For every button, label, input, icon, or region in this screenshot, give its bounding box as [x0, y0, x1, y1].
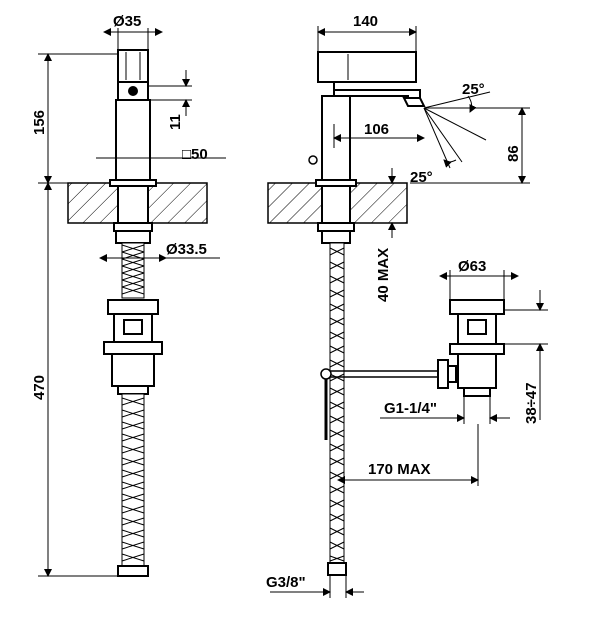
faucet-handle: [117, 49, 149, 83]
faucet-column: [115, 99, 151, 181]
dim-total-length: 470: [31, 375, 48, 400]
waste-side: [449, 299, 505, 397]
dim-spout-gap: 11: [167, 114, 184, 130]
waste-front: [103, 299, 163, 395]
dim-waste-thread: G1-1/4": [384, 400, 437, 417]
front-view: Ø35 156 470 11 □50 Ø33.5: [31, 13, 226, 577]
hose-front-lower: [117, 393, 149, 577]
control-rod: [320, 359, 457, 440]
hose-side: [327, 242, 347, 576]
dim-square-body: □50: [182, 146, 208, 163]
dim-side-length: 140: [353, 13, 378, 30]
dim-spout-height: 86: [505, 145, 522, 162]
dim-rod-reach: 170 MAX: [368, 461, 431, 478]
dim-spray-angle-bottom: 25°: [410, 169, 433, 186]
dim-hose-diameter: Ø33.5: [166, 241, 207, 258]
dim-spray-angle-top: 25°: [462, 81, 485, 98]
dim-supply-thread: G3/8": [266, 574, 306, 591]
dim-waste-height: 38÷47: [523, 382, 540, 424]
faucet-spout-side: [317, 51, 417, 83]
dim-front-top-diameter: Ø35: [113, 13, 141, 30]
hose-front-upper: [121, 242, 145, 299]
dim-spout-reach: 106: [364, 121, 389, 138]
dim-waste-diameter: Ø63: [458, 258, 486, 275]
side-view: 140 25° 25° 106 86 40 MAX Ø63: [266, 13, 548, 598]
dim-max-thickness: 40 MAX: [375, 248, 392, 302]
dim-front-height: 156: [31, 110, 48, 135]
